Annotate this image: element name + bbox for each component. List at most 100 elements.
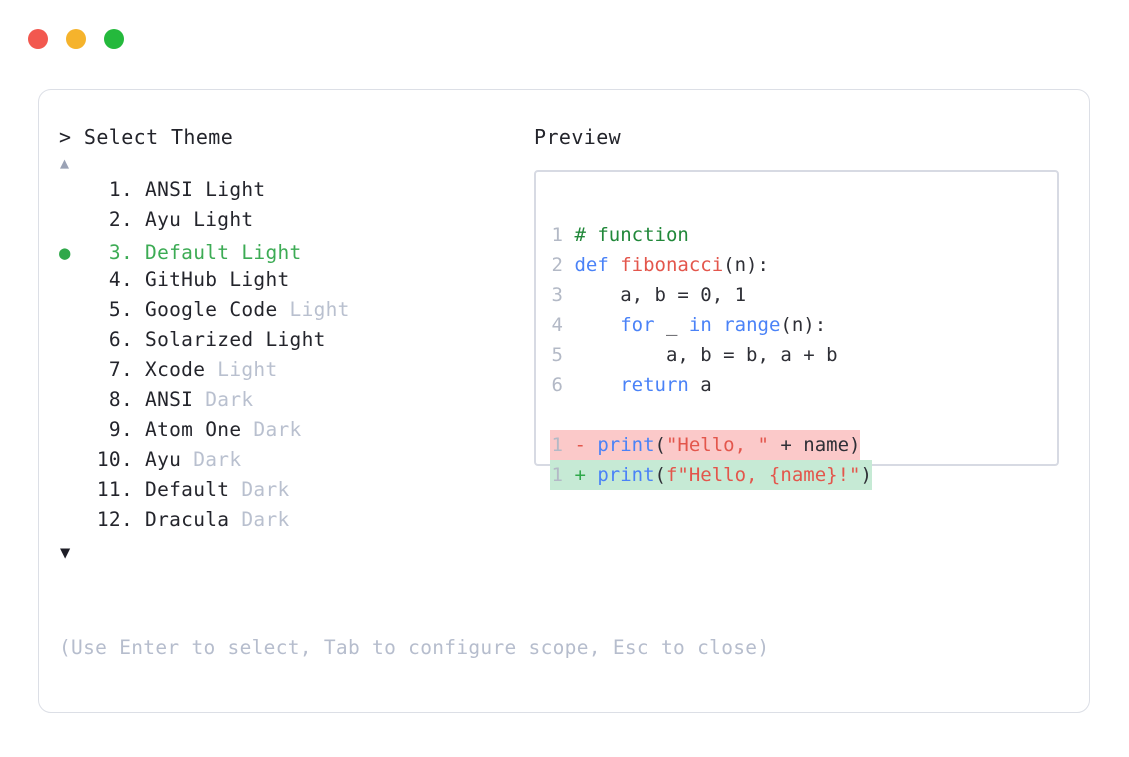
- code-token: a: [688, 374, 712, 396]
- theme-list-item[interactable]: 5. Google Code Light: [59, 298, 529, 328]
- code-token: "Hello, ": [665, 434, 769, 456]
- code-token: (n):: [723, 254, 769, 276]
- theme-name: Solarized: [133, 328, 254, 351]
- theme-index: 10.: [96, 448, 133, 471]
- minimize-button[interactable]: [66, 29, 86, 49]
- theme-variant: Light: [205, 358, 278, 381]
- theme-variant: Dark: [193, 388, 254, 411]
- line-number: 2: [551, 254, 563, 276]
- theme-list-item[interactable]: 2. Ayu Light: [59, 208, 529, 238]
- theme-variant: Dark: [229, 478, 290, 501]
- line-number: 1: [551, 434, 563, 456]
- theme-variant: Dark: [181, 448, 242, 471]
- code-token: ): [860, 464, 872, 486]
- theme-list-item[interactable]: 4. GitHub Light: [59, 268, 529, 298]
- theme-variant: Light: [229, 241, 302, 264]
- selected-dot-icon: ●: [59, 242, 71, 264]
- theme-name: Dracula: [133, 508, 230, 531]
- code-token: a, b = 0, 1: [574, 284, 747, 306]
- code-token: fibonacci: [620, 254, 724, 276]
- code-token: (: [654, 434, 666, 456]
- diff-added-line: 1 + print(f"Hello, {name}!"): [550, 460, 872, 490]
- scroll-down-icon[interactable]: ▼: [60, 543, 71, 563]
- diff-minus-icon: -: [563, 434, 598, 456]
- theme-variant: Light: [277, 298, 350, 321]
- line-number: 5: [551, 344, 563, 366]
- code-token: (n):: [780, 314, 827, 336]
- theme-name: Ayu: [133, 448, 182, 471]
- theme-variant: Light: [253, 328, 326, 351]
- code-token: for: [620, 314, 655, 336]
- theme-name: Default: [133, 478, 230, 501]
- code-token: + name): [768, 434, 861, 456]
- theme-variant: Light: [217, 268, 290, 291]
- code-token: a, b = b, a + b: [574, 344, 838, 366]
- theme-name: Google Code: [133, 298, 278, 321]
- code-token: _: [654, 314, 689, 336]
- theme-name: Atom One: [133, 418, 242, 441]
- theme-name: Xcode: [133, 358, 206, 381]
- theme-list-item[interactable]: ● 3. Default Light: [59, 238, 529, 268]
- code-token: # function: [574, 224, 689, 246]
- theme-list-item[interactable]: 10. Ayu Dark: [59, 448, 529, 478]
- theme-index: 9.: [108, 418, 133, 441]
- theme-index: 2.: [108, 208, 133, 231]
- theme-list-item[interactable]: 1. ANSI Light: [59, 178, 529, 208]
- theme-name: GitHub: [133, 268, 218, 291]
- theme-index: 12.: [96, 508, 133, 531]
- theme-variant: Dark: [241, 418, 302, 441]
- theme-index: 1.: [108, 178, 133, 201]
- code-line: 2 def fibonacci(n):: [550, 250, 872, 280]
- theme-name: Default: [133, 241, 230, 264]
- theme-list-item[interactable]: 9. Atom One Dark: [59, 418, 529, 448]
- theme-index: 8.: [108, 388, 133, 411]
- diff-line-wrapper: 1 - print("Hello, " + name): [550, 430, 872, 460]
- code-token: [574, 374, 620, 396]
- theme-name: Ayu: [133, 208, 182, 231]
- line-number: 3: [551, 284, 563, 306]
- code-token: f"Hello, {name}!": [665, 464, 861, 486]
- theme-name: ANSI: [133, 178, 194, 201]
- theme-index: 6.: [108, 328, 133, 351]
- code-token: print: [597, 434, 655, 456]
- theme-list-item[interactable]: 8. ANSI Dark: [59, 388, 529, 418]
- line-number: 1: [551, 224, 563, 246]
- theme-name: ANSI: [133, 388, 194, 411]
- theme-variant: Light: [181, 208, 254, 231]
- line-number: 4: [551, 314, 563, 336]
- theme-list-item[interactable]: 11. Default Dark: [59, 478, 529, 508]
- code-token: def: [574, 254, 621, 276]
- theme-index: 7.: [108, 358, 133, 381]
- close-button[interactable]: [28, 29, 48, 49]
- code-token: [574, 314, 620, 336]
- code-line: 1 # function: [550, 220, 872, 250]
- code-line: 6 return a: [550, 370, 872, 400]
- theme-index: 3.: [108, 241, 133, 264]
- code-spacer: [550, 400, 872, 430]
- maximize-button[interactable]: [104, 29, 124, 49]
- code-line: 5 a, b = b, a + b: [550, 340, 872, 370]
- code-line: 4 for _ in range(n):: [550, 310, 872, 340]
- code-line: 3 a, b = 0, 1: [550, 280, 872, 310]
- theme-list-item[interactable]: 7. Xcode Light: [59, 358, 529, 388]
- preview-label: Preview: [534, 125, 622, 149]
- theme-list-item[interactable]: 12. Dracula Dark: [59, 508, 529, 538]
- scroll-up-icon[interactable]: ▲: [60, 154, 70, 172]
- theme-variant: Dark: [229, 508, 290, 531]
- line-number: 6: [551, 374, 563, 396]
- window-traffic-lights: [28, 29, 124, 49]
- theme-index: 11.: [96, 478, 133, 501]
- code-token: print: [597, 464, 655, 486]
- theme-list-item[interactable]: 6. Solarized Light: [59, 328, 529, 358]
- diff-plus-icon: +: [563, 464, 598, 486]
- theme-variant: Light: [193, 178, 266, 201]
- code-token: return: [620, 374, 689, 396]
- diff-line-wrapper: 1 + print(f"Hello, {name}!"): [550, 460, 872, 490]
- theme-index: 5.: [108, 298, 133, 321]
- theme-index: 4.: [108, 268, 133, 291]
- line-number: 1: [551, 464, 563, 486]
